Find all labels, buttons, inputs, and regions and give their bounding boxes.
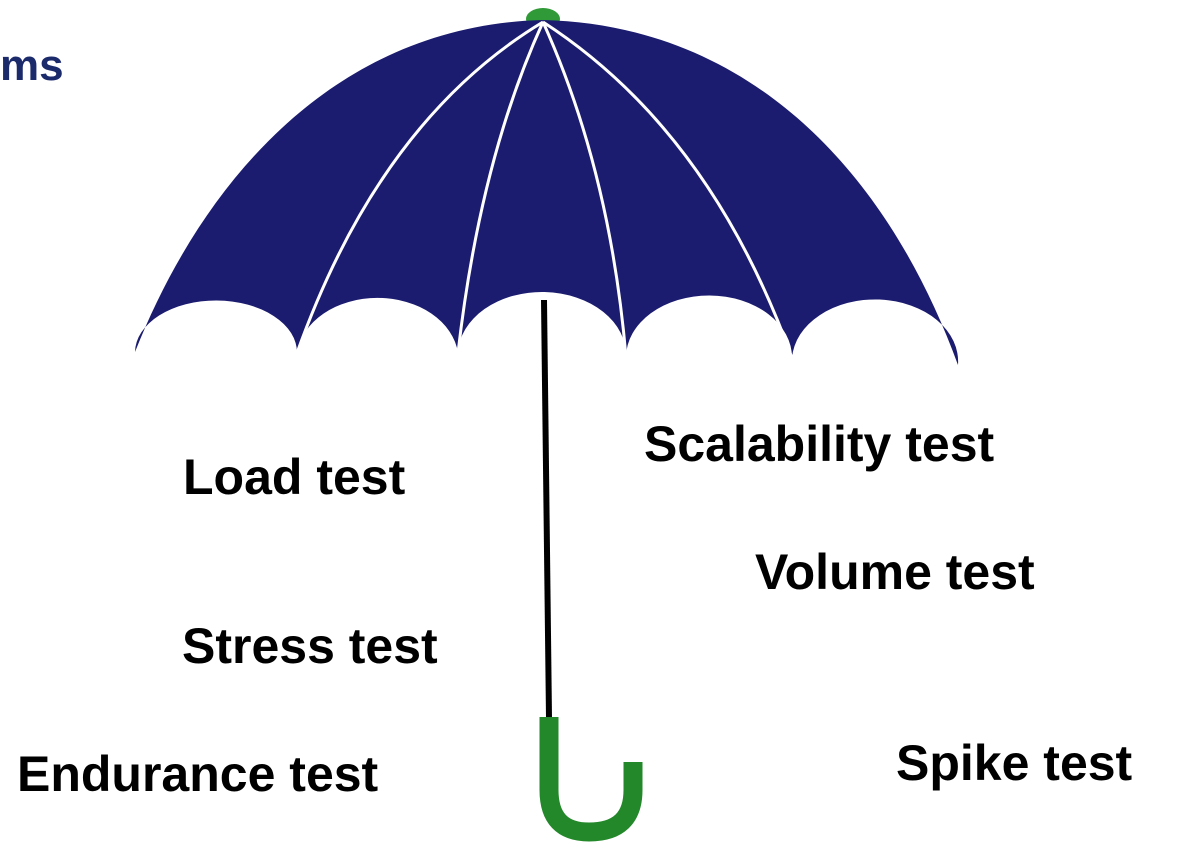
title-fragment: ms <box>0 41 64 90</box>
label-volume-test: Volume test <box>755 544 1035 600</box>
label-spike-test: Spike test <box>896 735 1133 791</box>
umbrella-ribs <box>295 20 794 359</box>
umbrella-shaft <box>541 299 552 719</box>
label-scalability-test: Scalability test <box>644 416 995 472</box>
umbrella-rib <box>541 21 628 358</box>
umbrella-rib <box>456 21 545 354</box>
label-endurance-test: Endurance test <box>17 746 379 802</box>
umbrella-rib <box>542 20 794 359</box>
label-stress-test: Stress test <box>182 618 438 674</box>
umbrella-canopy <box>135 20 959 365</box>
umbrella-rib <box>295 20 544 354</box>
label-load-test: Load test <box>183 449 406 505</box>
umbrella-handle <box>539 717 643 842</box>
